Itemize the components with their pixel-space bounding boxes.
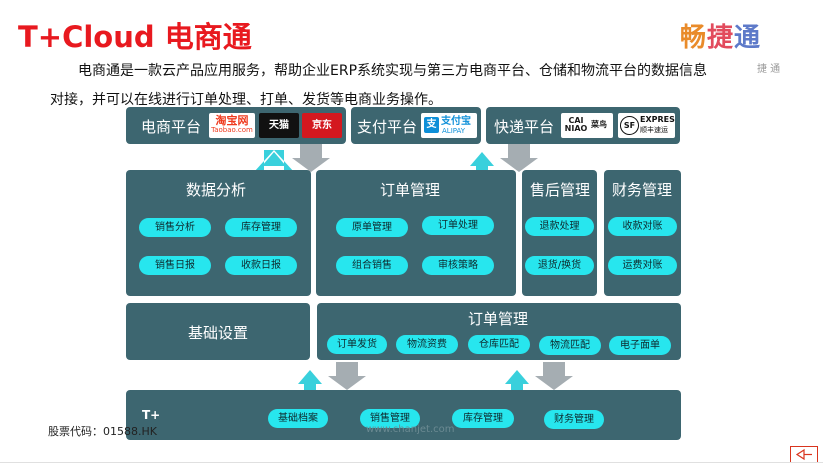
- logistics-matching-item: 物流匹配: [539, 336, 601, 355]
- arrow-up-stem: [476, 160, 488, 172]
- data-flow-arrow-1: [254, 144, 330, 172]
- tplus-label: T+: [142, 408, 161, 422]
- arrow-down-head: [328, 376, 366, 390]
- return-exchange-item: 退货/换货: [525, 256, 594, 275]
- order-shipping-item: 订单发货: [327, 335, 387, 354]
- cainiao-logo: CAI NIAO 菜鸟: [561, 113, 613, 138]
- express-platform-label: 快递平台: [494, 118, 555, 136]
- description-line-2: 对接，并可以在线进行订单处理、打单、发货等电商业务操作。: [50, 92, 442, 108]
- website-url: www.chanjet.com: [366, 424, 455, 435]
- ecommerce-platform-label: 电商平台: [141, 118, 202, 136]
- payment-platform-label: 支付平台: [357, 118, 418, 136]
- sf-logo-main: EXPRESS: [640, 115, 675, 124]
- basic-archive-item: 基础档案: [268, 409, 328, 428]
- chanjet-logo: 畅捷通: [680, 17, 761, 54]
- logo-char-3: 通: [734, 23, 762, 53]
- sf-logo-sub: 顺丰速运: [640, 126, 668, 134]
- tmall-logo: 天猫: [259, 113, 299, 138]
- alipay-logo-main: 支付宝: [441, 116, 471, 127]
- alipay-logo: 支 支付宝 ALIPAY: [421, 113, 477, 138]
- inventory-management-item: 库存管理: [225, 218, 297, 237]
- warehouse-matching-item: 仓库匹配: [468, 335, 530, 354]
- back-arrow-shape: [795, 448, 805, 461]
- previous-slide-button[interactable]: [790, 446, 818, 463]
- receipt-reconciliation-item: 收款对账: [608, 217, 677, 236]
- after-sales-panel: 售后管理 退款处理 退货/换货: [522, 170, 597, 296]
- arrow-up-stem: [304, 378, 316, 390]
- refund-processing-item: 退款处理: [525, 217, 594, 236]
- receipt-daily-report-item: 收款日报: [225, 256, 297, 275]
- freight-reconciliation-item: 运费对账: [608, 256, 677, 275]
- data-analysis-panel: 数据分析 销售分析 库存管理 销售日报 收款日报: [126, 170, 311, 296]
- sales-daily-report-item: 销售日报: [139, 256, 211, 275]
- logistics-fee-item: 物流资费: [396, 335, 458, 354]
- arrow-down-head: [500, 158, 538, 172]
- express-platform-panel: 快递平台 CAI NIAO 菜鸟 SF EXPRESS 顺丰速运: [486, 107, 680, 144]
- arrow-down-stem: [300, 144, 322, 160]
- sf-express-logo: SF EXPRESS 顺丰速运: [618, 113, 675, 138]
- bottom-divider: [0, 462, 823, 463]
- arrow-down-head: [535, 376, 573, 390]
- order-management-panel: 订单管理 原单管理 订单处理 组合销售 审核策略: [316, 170, 516, 296]
- cainiao-logo-main: CAI NIAO: [564, 116, 588, 133]
- taobao-logo-main: 淘宝网: [215, 114, 249, 127]
- audit-strategy-item: 审核策略: [422, 256, 494, 275]
- sales-management-item: 销售管理: [360, 409, 420, 428]
- data-flow-arrow-3: [298, 362, 366, 390]
- sf-logo-mark: SF: [620, 116, 639, 135]
- after-sales-title: 售后管理: [530, 181, 591, 199]
- e-waybill-item: 电子面单: [609, 336, 671, 355]
- arrow-up-stem: [511, 378, 523, 390]
- taobao-logo: 淘宝网 Taobao.com: [209, 113, 255, 138]
- basic-settings-panel: 基础设置: [126, 303, 310, 360]
- original-order-item: 原单管理: [336, 218, 408, 237]
- order-management-title: 订单管理: [380, 181, 441, 199]
- finance-management-tplus-item: 财务管理: [544, 410, 604, 429]
- jd-logo: 京东: [302, 113, 342, 138]
- arrow-up-shape: [254, 150, 294, 172]
- sales-analysis-item: 销售分析: [139, 218, 211, 237]
- stock-code: 股票代码：01588.HK: [48, 425, 157, 438]
- description-line-1: 电商通是一款云产品应用服务，帮助企业ERP系统实现与第三方电商平台、仓储和物流平…: [78, 63, 708, 79]
- ecommerce-platform-panel: 电商平台 淘宝网 Taobao.com 天猫 京东: [126, 107, 346, 144]
- back-arrow-icon: [795, 448, 812, 461]
- arrow-down-stem: [336, 362, 358, 378]
- logo-char-2: 捷: [707, 23, 735, 53]
- arrow-down-head: [292, 158, 330, 172]
- arrow-down-stem: [543, 362, 565, 378]
- cainiao-logo-sub: 菜鸟: [591, 120, 607, 129]
- data-analysis-title: 数据分析: [186, 181, 247, 199]
- arrow-up-head: [262, 152, 286, 166]
- tplus-panel: T+ 基础档案 销售管理 库存管理 财务管理: [126, 390, 681, 440]
- logo-char-1: 畅: [680, 23, 708, 53]
- data-flow-arrow-2: [470, 144, 538, 172]
- arrow-down-stem: [508, 144, 530, 160]
- finance-management-title: 财务管理: [612, 181, 673, 199]
- alipay-icon: 支: [424, 117, 439, 133]
- inventory-management-tplus-item: 库存管理: [452, 409, 514, 428]
- taobao-logo-sub: Taobao.com: [211, 126, 253, 135]
- page-title: T+Cloud 电商通: [18, 20, 252, 54]
- payment-platform-panel: 支付平台 支 支付宝 ALIPAY: [351, 107, 481, 144]
- data-flow-arrow-4: [505, 362, 573, 390]
- basic-settings-title: 基础设置: [188, 324, 249, 342]
- order-processing-item: 订单处理: [422, 216, 494, 235]
- logo-subtext: 捷 通: [757, 64, 781, 75]
- order-management-fulfillment-title: 订单管理: [468, 310, 529, 328]
- bundle-sales-item: 组合销售: [336, 256, 408, 275]
- order-management-fulfillment-panel: 订单管理 订单发货 物流资费 仓库匹配 物流匹配 电子面单: [317, 303, 681, 360]
- finance-management-panel: 财务管理 收款对账 运费对账: [604, 170, 681, 296]
- alipay-logo-sub: ALIPAY: [442, 127, 466, 135]
